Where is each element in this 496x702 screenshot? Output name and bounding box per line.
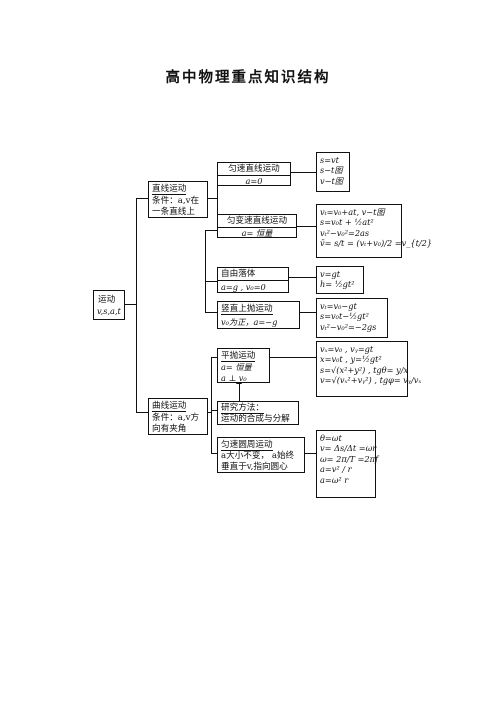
circular-condition-2: 垂直于v,指向圆心 [221, 462, 288, 472]
method-value: 运动的合成与分解 [221, 414, 290, 424]
circular-box: 匀速圆周运动 a大小不变， a始终 垂直于v,指向圆心 [217, 437, 305, 473]
formula: vₓ=v₀ , vᵧ=gt [320, 344, 374, 354]
root-variables: v,s,a,t [97, 306, 121, 316]
circular-condition: a大小不变， a始终 [221, 451, 295, 461]
accel-linear-formulas: vₜ=v₀+at, v−t图 s=v₀t + ½at² vₜ²−v₀²=2as … [316, 204, 433, 258]
projectile-formulas: vₓ=v₀ , vᵧ=gt x=v₀t , y=½gt² s=√(x²+y²) … [316, 341, 422, 397]
curve-motion-condition-2: 向有夹角 [152, 424, 187, 434]
projectile-condition-2: a ⊥ v₀ [221, 373, 247, 383]
formula: s=v₀t−½gt² [320, 311, 369, 322]
straight-motion-condition: 条件：a,v在 [152, 196, 200, 206]
formula: vₜ=v₀+at, v−t图 [320, 207, 385, 217]
uniform-linear-condition: a=0 [245, 176, 263, 186]
formula: v̄= s/t = (vₜ+v₀)/2 =v_{t/2} [320, 238, 433, 249]
formula: v−t图 [320, 175, 343, 186]
projectile-title: 平抛运动 [221, 351, 256, 362]
vertical-throw-title: 竖直上抛运动 [221, 304, 273, 315]
accel-linear-title: 匀变速直线运动 [226, 216, 288, 226]
vertical-throw-box: 竖直上抛运动 v₀为正，a=−g [217, 301, 300, 329]
formula: a=v² / r [320, 464, 352, 475]
formula: s=√(x²+y²) , tgθ= y/x [320, 364, 409, 375]
curve-motion-title: 曲线运动 [152, 401, 187, 412]
method-box: 研究方法： 运动的合成与分解 [217, 401, 299, 425]
free-fall-box: 自由落体 a=g , v₀=0 [217, 267, 289, 293]
formula: h= ½gt² [320, 279, 355, 290]
formula: θ=ωt [320, 433, 342, 443]
formula: vₜ²−v₀²=−2gs [320, 321, 377, 332]
formula: s=vt [320, 155, 339, 165]
straight-motion-title: 直线运动 [152, 184, 187, 195]
formula: s=v₀t + ½at² [320, 217, 374, 228]
root-label: 运动 [98, 295, 116, 305]
accel-linear-condition: a= 恒量 [241, 228, 273, 238]
page-title: 高中物理重点知识结构 [165, 70, 331, 86]
free-fall-title: 自由落体 [221, 269, 256, 279]
projectile-box: 平抛运动 a= 恒量 a ⊥ v₀ [217, 348, 270, 383]
uniform-linear-formulas: s=vt s−t图 v−t图 [316, 152, 350, 192]
formula: ω= 2π/T =2πf [320, 453, 379, 464]
formula: x=v₀t , y=½gt² [320, 354, 382, 365]
circular-title: 匀速圆周运动 [221, 440, 273, 451]
formula: vₜ²−v₀²=2as [320, 227, 370, 238]
formula: a=ω² r [320, 474, 349, 485]
uniform-linear-box: 匀速直线运动 a=0 [217, 162, 291, 186]
formula: s−t图 [320, 165, 343, 176]
free-fall-formulas: v=gt h= ½gt² [316, 266, 364, 294]
projectile-condition: a= 恒量 [221, 362, 252, 372]
free-fall-condition: a=g , v₀=0 [221, 282, 266, 292]
accel-linear-box: 匀变速直线运动 a= 恒量 [217, 214, 297, 238]
uniform-linear-title: 匀速直线运动 [228, 164, 280, 174]
curve-motion-box: 曲线运动 条件：a,v方 向有夹角 [148, 398, 208, 435]
method-label: 研究方法： [221, 403, 264, 414]
motion-root-box: 运动 v,s,a,t [93, 290, 125, 320]
vertical-throw-condition: v₀为正，a=−g [221, 317, 278, 327]
vertical-throw-formulas: vₜ=v₀−gt s=v₀t−½gt² vₜ²−v₀²=−2gs [316, 298, 388, 338]
straight-motion-condition-2: 一条直线上 [152, 207, 195, 217]
formula: vₜ=v₀−gt [320, 301, 357, 311]
circular-formulas: θ=ωt v= Δs/Δt =ωr ω= 2π/T =2πf a=v² / r … [316, 430, 379, 498]
formula: v=gt [320, 269, 341, 279]
curve-motion-condition: 条件：a,v方 [152, 413, 200, 423]
straight-motion-box: 直线运动 条件：a,v在 一条直线上 [148, 181, 208, 218]
formula: v=√(vₓ²+vᵧ²) , tgφ= vᵧ/vₓ [320, 375, 422, 386]
formula: v= Δs/Δt =ωr [320, 443, 377, 454]
